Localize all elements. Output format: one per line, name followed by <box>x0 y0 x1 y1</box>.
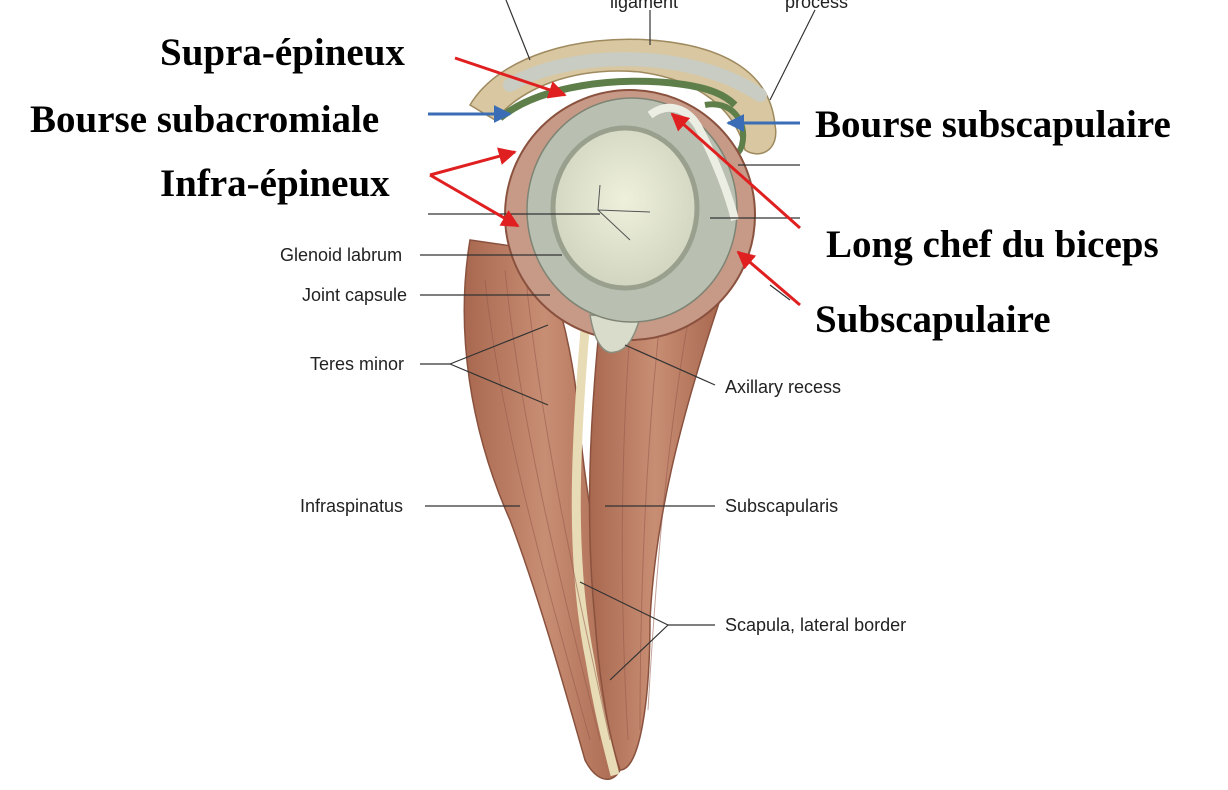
arrow-infra-epineux-top <box>429 147 517 177</box>
arrow-long-chef-biceps <box>670 112 801 230</box>
arrow-supra-epineux <box>454 56 567 99</box>
axillary-recess <box>589 314 641 354</box>
label-scapula-lateral-border: Scapula, lateral border <box>725 615 907 635</box>
label-process: process <box>785 0 849 12</box>
label-teres-minor: Teres minor <box>310 354 405 374</box>
arrow-subscapulaire <box>736 250 801 307</box>
label-subscapulaire: Subscapulaire <box>815 298 1051 341</box>
subacromial-bursa <box>497 77 738 121</box>
label-infraspinatus: Infraspinatus <box>300 496 404 516</box>
label-glenoid-labrum: Glenoid labrum <box>280 245 403 265</box>
label-bourse-subacromiale: Bourse subacromiale <box>30 98 380 141</box>
label-long-chef-biceps: Long chef du biceps <box>826 223 1159 266</box>
coracoacromial-ligament <box>503 52 767 102</box>
label-axillary-recess: Axillary recess <box>725 377 842 397</box>
label-joint-capsule: Joint capsule <box>302 285 408 305</box>
subscapularis-muscle <box>588 286 721 771</box>
label-supra-epineux: Supra-épineux <box>160 31 405 74</box>
glenoid-labrum <box>550 125 700 291</box>
label-subscapularis: Subscapularis <box>725 496 839 516</box>
label-ligament: ligament <box>610 0 679 12</box>
biceps-long-head-tendon <box>647 103 739 221</box>
label-infra-epineux: Infra-épineux <box>160 162 390 205</box>
label-bourse-subscapulaire: Bourse subscapulaire <box>815 103 1171 146</box>
arrow-infra-epineux-bottom <box>429 173 520 228</box>
